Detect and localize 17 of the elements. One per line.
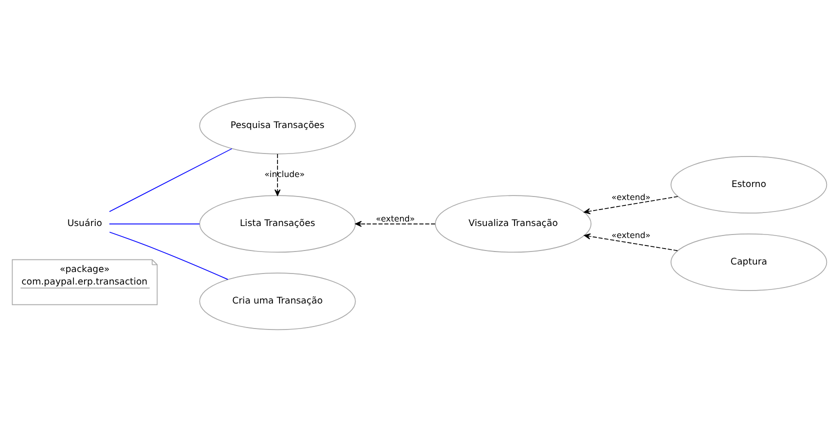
node-ellipse: Pesquisa Transações [199, 96, 356, 154]
node-ellipse: Estorno [670, 156, 828, 213]
edge-label: «extend» [376, 212, 415, 223]
arrow [584, 232, 678, 251]
node-ellipse: Captura [670, 232, 828, 290]
node-text: Usuário [67, 218, 102, 229]
edge-label: «extend» [612, 191, 651, 202]
node-ellipse: Cria uma Transação [199, 272, 356, 330]
connector [108, 223, 200, 224]
arrow [355, 220, 436, 226]
connector [109, 231, 228, 280]
node-ellipse: Lista Transações [199, 194, 356, 252]
connector [109, 148, 232, 212]
arrow [584, 196, 678, 214]
edge-label: «include» [264, 168, 305, 178]
arrow [274, 153, 281, 196]
edge-label: «extend» [612, 230, 651, 240]
